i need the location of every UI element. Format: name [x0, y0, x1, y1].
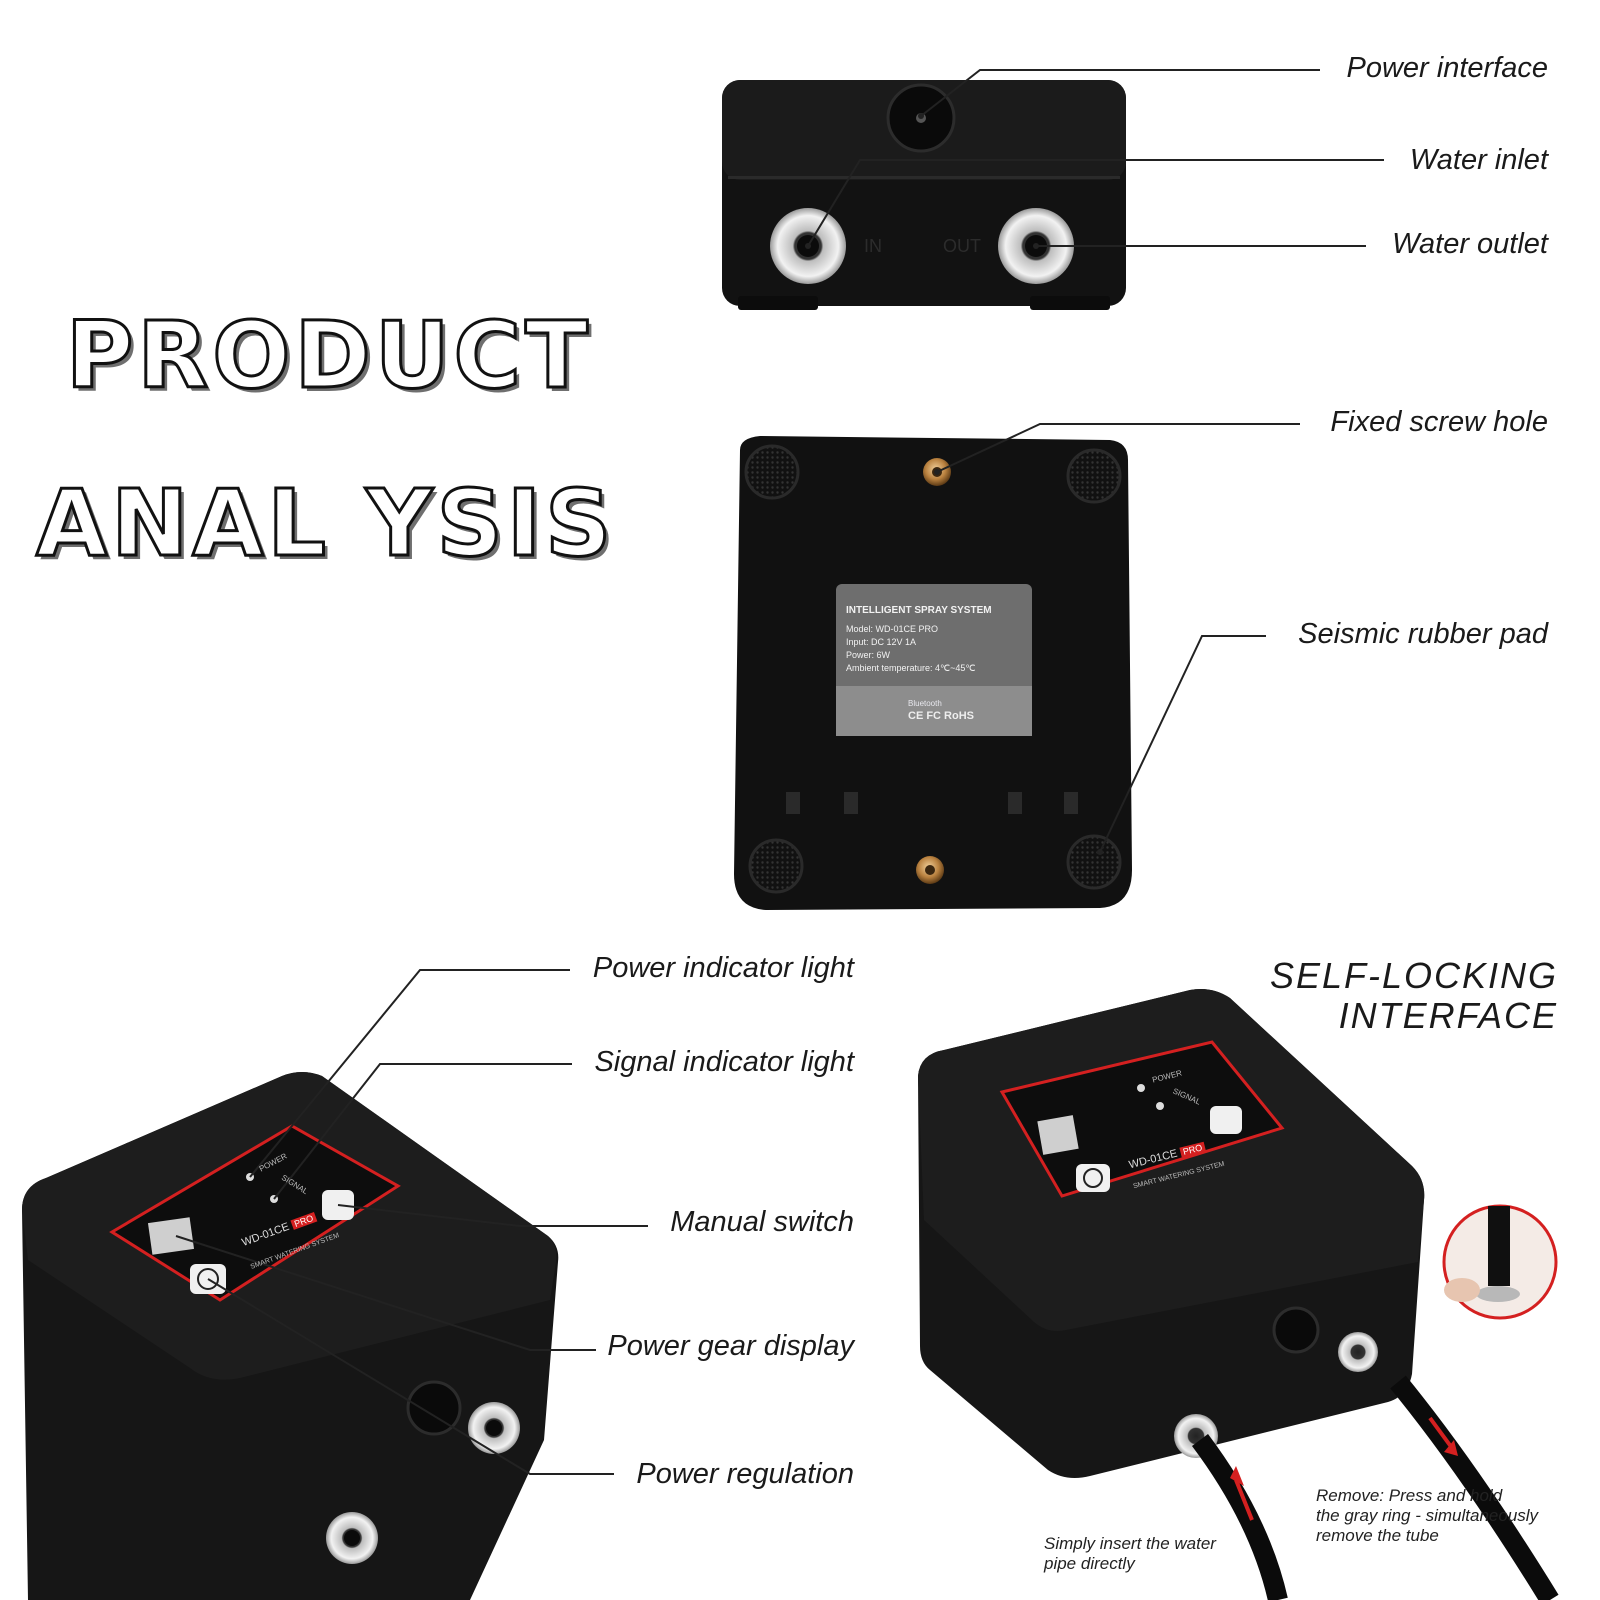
water-outlet-port: [1338, 1332, 1378, 1372]
spec-input: Input: DC 12V 1A: [846, 637, 917, 647]
self-locking-line-1: SELF-LOCKING: [1269, 955, 1558, 996]
label-power-indicator-light: Power indicator light: [592, 952, 854, 984]
label-power-gear-display: Power gear display: [607, 1330, 854, 1362]
water-tube: [1390, 1375, 1559, 1600]
water-tube: [1191, 1434, 1288, 1600]
note-remove-line-1: Remove: Press and hold: [1316, 1486, 1503, 1505]
label-manual-switch: Manual switch: [670, 1206, 854, 1238]
title-line-1: PRODUCT: [65, 301, 592, 411]
device-bottom-view: [734, 436, 1132, 910]
rubber-pad: [1066, 834, 1122, 890]
label-water-inlet: Water inlet: [1409, 144, 1548, 176]
note-remove-line-2: the gray ring - simultaneously: [1316, 1506, 1539, 1525]
label-power-regulation: Power regulation: [636, 1458, 854, 1490]
spec-label: INTELLIGENT SPRAY SYSTEM Model: WD-01CE …: [846, 604, 1030, 723]
self-locking-line-2: INTERFACE: [1338, 995, 1558, 1036]
control-panel: [999, 1040, 1285, 1198]
spec-ambient: Ambient temperature: 4℃~45℃: [846, 663, 976, 673]
self-locking-heading: SELF-LOCKING INTERFACE: [1270, 956, 1558, 1036]
power-jack: [1272, 1306, 1320, 1354]
port-in-mark: IN: [864, 236, 882, 256]
note-insert-line-2: pipe directly: [1044, 1554, 1135, 1573]
label-power-interface: Power interface: [1346, 52, 1549, 84]
device-self-locking-view: [918, 989, 1559, 1600]
control-panel: [109, 1124, 401, 1302]
note-insert-line-1: Simply insert the water: [1044, 1534, 1216, 1553]
device-back-view: [722, 80, 1126, 310]
cert-marks: CE FC RoHS: [908, 710, 974, 722]
label-water-outlet: Water outlet: [1392, 228, 1548, 260]
note-remove-line-3: remove the tube: [1316, 1526, 1439, 1545]
rubber-pad: [744, 444, 800, 500]
port-out-mark: OUT: [943, 236, 981, 256]
bluetooth-mark: Bluetooth: [908, 699, 942, 708]
note-insert: Simply insert the water pipe directly: [1044, 1534, 1216, 1574]
rubber-pad: [1066, 448, 1122, 504]
power-jack: [406, 1380, 462, 1436]
spec-model: Model: WD-01CE PRO: [846, 624, 939, 634]
label-seismic-rubber-pad: Seismic rubber pad: [1298, 618, 1548, 650]
spec-heading: INTELLIGENT SPRAY SYSTEM: [846, 605, 992, 616]
leader-lines: [175, 69, 1384, 1475]
label-signal-indicator-light: Signal indicator light: [594, 1046, 854, 1078]
title-line-2: ANAL YSIS: [34, 469, 616, 579]
rubber-pad: [748, 838, 804, 894]
note-remove: Remove: Press and hold the gray ring - s…: [1316, 1486, 1538, 1546]
spec-power: Power: 6W: [846, 650, 891, 660]
label-fixed-screw-hole: Fixed screw hole: [1330, 406, 1548, 438]
device-front-view: [22, 1072, 559, 1600]
